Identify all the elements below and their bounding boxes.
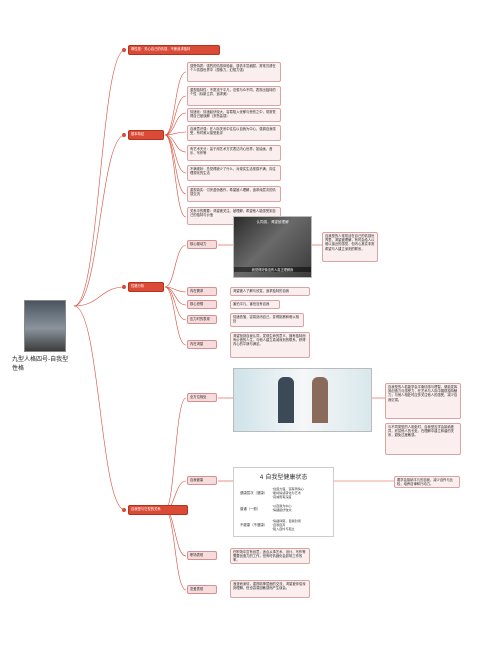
- relation-image: [233, 368, 372, 432]
- health-level-text: ·以自我为中心 ·情绪起伏较大: [272, 504, 292, 512]
- health-level: 不健康（不健康）: [240, 523, 268, 527]
- relation-ideal-label[interactable]: 全方位相处: [187, 393, 217, 402]
- relation-work-text[interactable]: 在职场中富有创意，适合从事艺术、设计、写作等需要创造力的工作，但有时情绪化会影响…: [230, 548, 310, 564]
- branch-relations[interactable]: 自我型与它型的关系: [128, 505, 188, 515]
- relation-ideal-note-2[interactable]: 与不同类型的人相处时，自我型应学会接纳差异，欣赏他人的长处，在理解中建立和谐的关…: [385, 423, 461, 455]
- analysis-fear-text[interactable]: 害怕平凡，害怕没有自我: [230, 300, 280, 309]
- analysis-fear-label[interactable]: 核心恐惧: [187, 300, 217, 309]
- analysis-desire-text[interactable]: 渴望找到自我认同，发现生命的意义，拥有独特而有价值的人生，与他人建立真诚深刻的联…: [230, 332, 310, 358]
- image-caption: 认同感，渴望被理解: [256, 220, 289, 224]
- relation-love-text[interactable]: 浪漫而深情，重视精神层面的交流，渴望被伴侣深刻理解，但也容易因敏感而产生误会。: [230, 580, 310, 598]
- analysis-core-drive[interactable]: 核心驱动力: [187, 240, 217, 249]
- feature-item[interactable]: 重视独特性：不愿流于平凡，总想与众不同，表现出独特的个性（标新立异，追求美）: [187, 86, 281, 106]
- person-figure: [278, 377, 294, 423]
- analysis-image: 认同感，渴望被理解 我觉得好像没有人真正理解我: [233, 216, 312, 278]
- health-level: 健康层次（健康）: [240, 491, 268, 495]
- branch-dot: [122, 285, 126, 289]
- relation-work-label[interactable]: 职场表现: [187, 551, 217, 560]
- feature-item[interactable]: 不满现状：总觉得缺少了什么，对现实生活常感不满，向往理想化的生活: [187, 165, 281, 181]
- feature-item[interactable]: 情绪化：情绪起伏较大，容易陷入忧郁与悲伤之中，常常觉得自己被误解（多愁善感）: [187, 108, 281, 122]
- health-note[interactable]: 要学会接纳平凡的自我，减少自怜与比较，培养自律和行动力。: [394, 476, 460, 488]
- feature-item[interactable]: 感受特质：强烈的情感体验者，感情丰富细腻，常常沉浸在个人情感世界中（想像力，幻想…: [187, 62, 281, 82]
- relation-ideal-note[interactable]: 自我型的人若能学会平衡情感与理智，便能发挥其创造力与感受力，在艺术与人际中展现独…: [385, 383, 461, 419]
- health-chart: 4 自我型健康状态 健康层次（健康） ·创造力强，富有同情心 ·能将情感转化为艺…: [233, 467, 334, 537]
- feature-item[interactable]: 自我意识强：在人际关系中往往以自我为中心，强调自身感受，有时难以接受批评: [187, 125, 281, 141]
- image-subcaption: 我觉得好像没有人真正理解我: [234, 267, 311, 272]
- feature-item[interactable]: 有艺术天分：善于用艺术方式表达内心世界，如绘画、音乐、写作等: [187, 145, 281, 161]
- branch-dot: [122, 48, 126, 52]
- health-title: 4 自我型健康状态: [259, 474, 308, 481]
- person-figure: [312, 377, 328, 423]
- relation-health-label[interactable]: 自我健康: [187, 476, 217, 485]
- root-label: 九型人格四号-自我型性格: [12, 356, 69, 372]
- health-level: 普通（一般）: [240, 507, 261, 511]
- analysis-desire-label[interactable]: 内在渴望: [187, 340, 217, 349]
- analysis-stress-text[interactable]: 情绪低落，容易封闭自己，变得挑剔和难以相处: [230, 313, 304, 327]
- branch-dot: [122, 133, 126, 137]
- root-node[interactable]: 九型人格四号-自我型性格: [12, 300, 74, 372]
- analysis-image-note[interactable]: 自我型的人常常活在自己的情感世界里，渴望被理解，有时会给人以难以接近的感觉，但内…: [322, 232, 378, 262]
- branch-personality-analysis[interactable]: 性格分析: [128, 282, 164, 292]
- root-illustration: [24, 300, 66, 352]
- analysis-need-text[interactable]: 渴望被人了解与欣赏，追求独特的自我: [230, 287, 310, 296]
- relation-love-label[interactable]: 恋爱表现: [187, 585, 217, 594]
- health-level-text: ·创造力强，富有同情心 ·能将情感转化为艺术 ·真诚而有深度: [272, 487, 304, 499]
- branch-dot: [122, 508, 126, 512]
- branch-trait-summary[interactable]: 尊性型：关心自己的情感，不断追求独特: [128, 45, 220, 55]
- analysis-need-label[interactable]: 内在需求: [187, 287, 217, 296]
- analysis-stress-label[interactable]: 压力时的表现: [187, 315, 217, 324]
- health-level-text: ·情绪抑郁，自我封闭 ·自暴自弃 ·陷入自怜与孤立: [272, 519, 301, 531]
- feature-item[interactable]: 重视真实：讨厌虚伪做作，希望被人理解，追求深层次的情感交流: [187, 186, 281, 202]
- branch-basic-features[interactable]: 基本特征: [128, 130, 164, 140]
